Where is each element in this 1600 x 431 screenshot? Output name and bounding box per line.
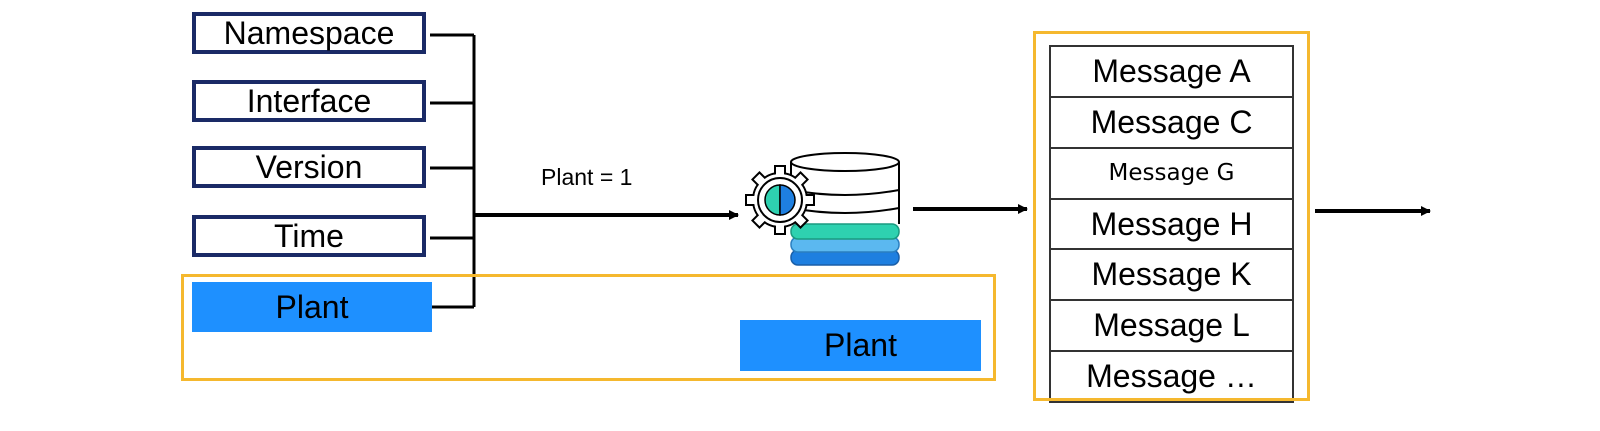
- result-plant: Plant: [740, 320, 981, 371]
- message-label: Message …: [1086, 358, 1257, 395]
- message-label: Message G: [1108, 160, 1235, 187]
- message-item: Message A: [1051, 47, 1292, 98]
- field-interface: Interface: [192, 80, 426, 122]
- field-time: Time: [192, 215, 426, 257]
- field-namespace: Namespace: [192, 12, 426, 54]
- field-version: Version: [192, 146, 426, 188]
- message-label: Message H: [1090, 205, 1253, 242]
- field-namespace-label: Namespace: [223, 14, 395, 51]
- message-label: Message C: [1090, 103, 1253, 140]
- message-item: Message C: [1051, 98, 1292, 149]
- message-item: Message L: [1051, 301, 1292, 353]
- field-time-label: Time: [274, 217, 344, 254]
- message-label: Message K: [1091, 256, 1252, 293]
- field-plant: Plant: [192, 282, 432, 332]
- message-highlight-box: [1033, 31, 1310, 401]
- filter-label: Plant = 1: [541, 164, 633, 190]
- field-interface-label: Interface: [246, 82, 372, 119]
- message-label: Message A: [1092, 52, 1251, 89]
- message-item: Message G: [1051, 149, 1292, 200]
- message-item: Message …: [1051, 352, 1292, 401]
- message-item: Message H: [1051, 200, 1292, 251]
- message-list: Message A Message C Message G Message H …: [1049, 45, 1294, 403]
- message-item: Message K: [1051, 250, 1292, 302]
- database-gear-icon: [745, 152, 900, 266]
- field-version-label: Version: [255, 148, 363, 185]
- field-plant-label: Plant: [275, 288, 349, 325]
- message-label: Message L: [1093, 307, 1250, 344]
- plant-highlight-box: [181, 274, 996, 381]
- result-plant-label: Plant: [824, 327, 897, 363]
